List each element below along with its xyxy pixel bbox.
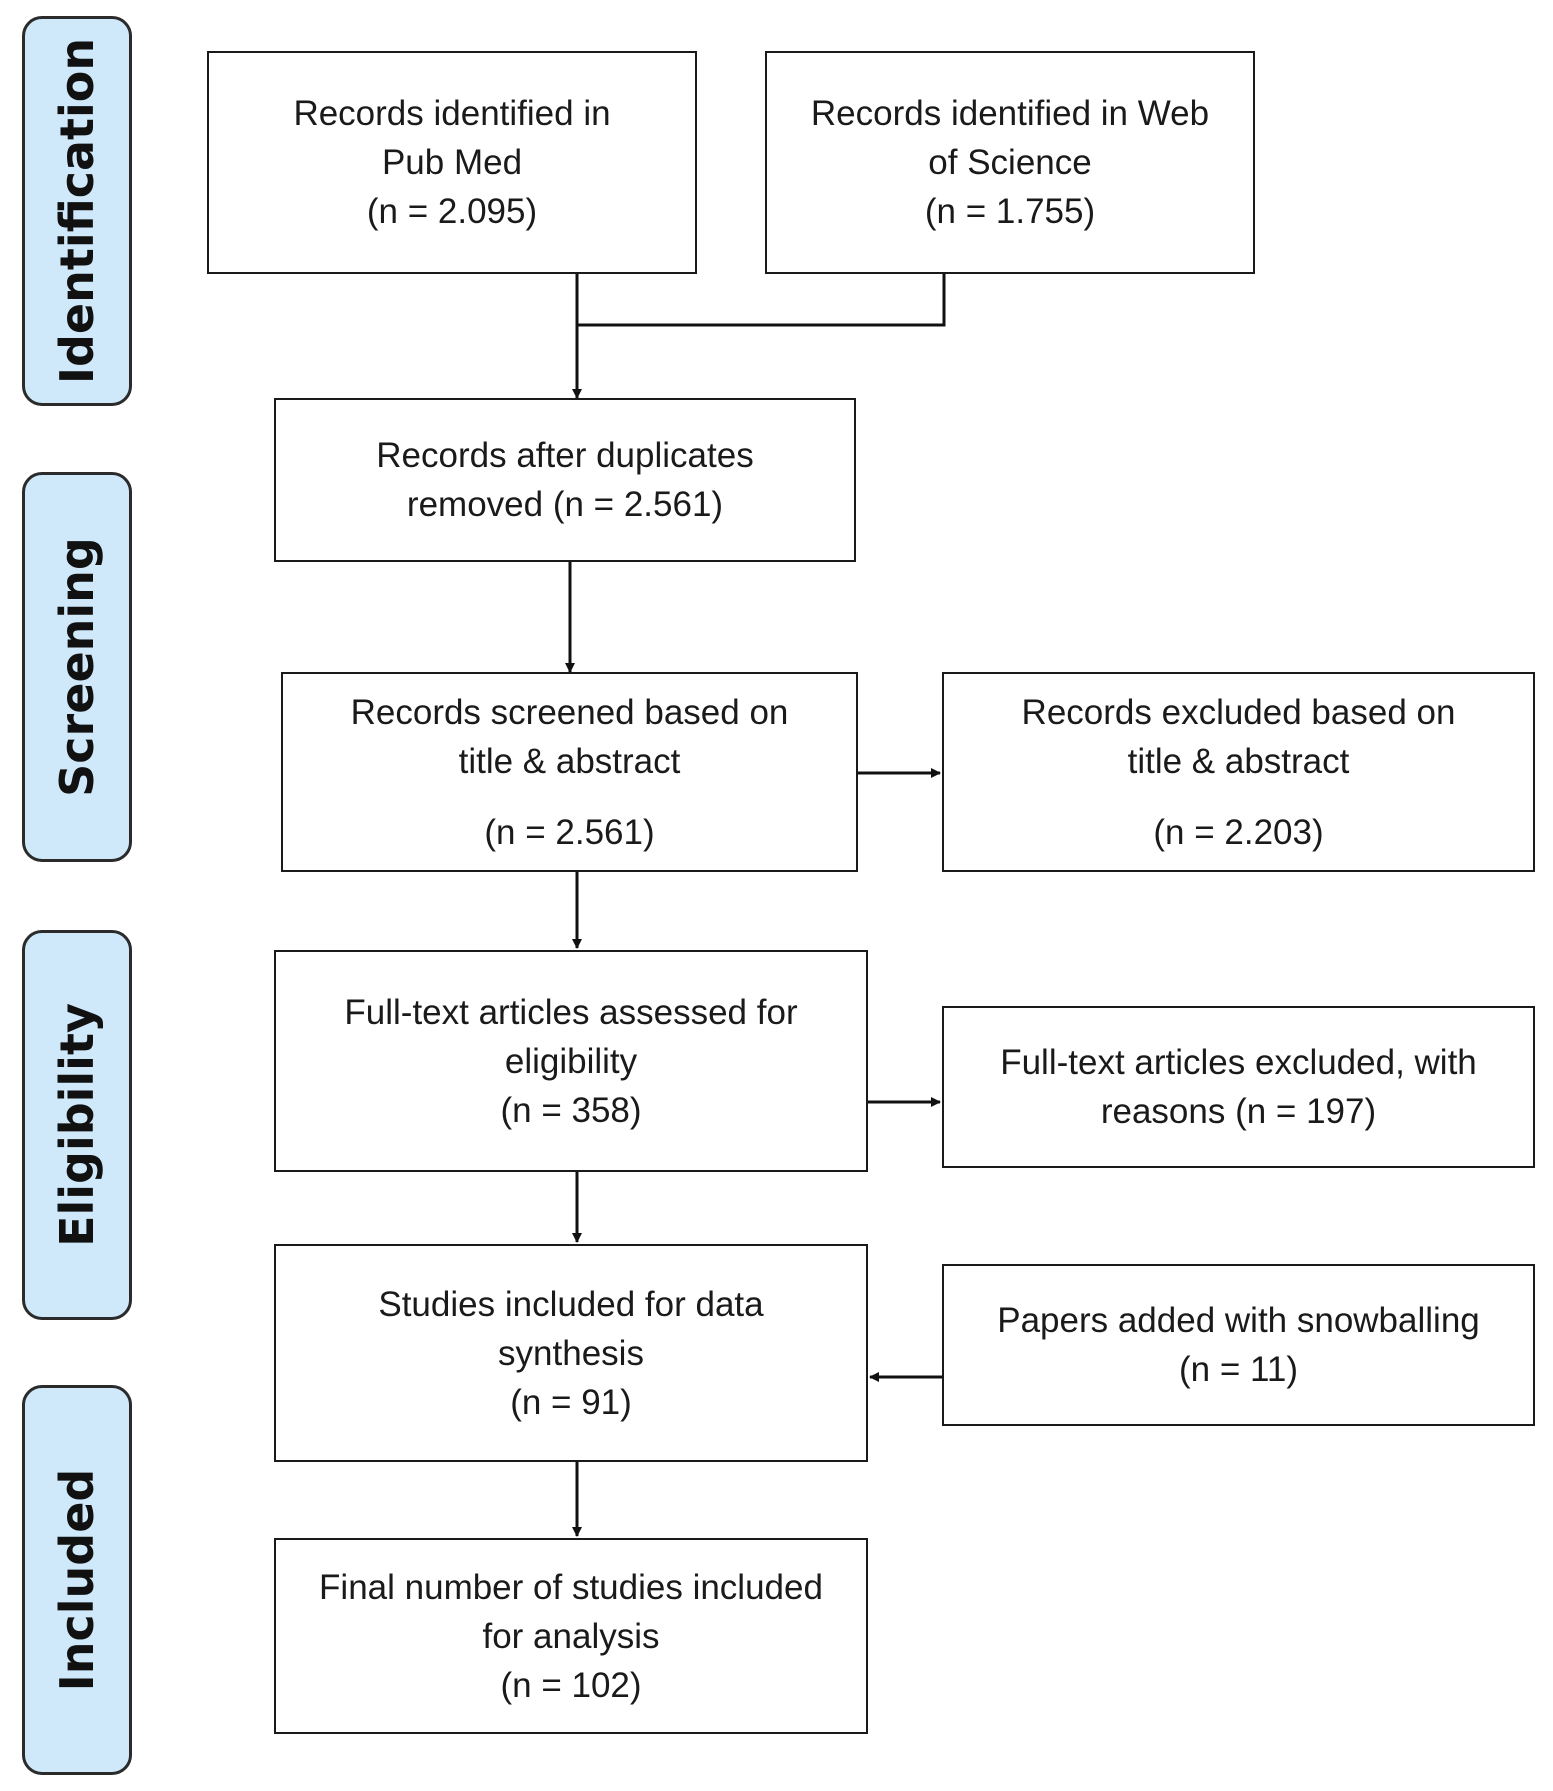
final-count: (n = 102)	[500, 1665, 642, 1705]
excluded-fulltext-line1: Full-text articles excluded, with	[1000, 1043, 1477, 1082]
pubmed-line2: Pub Med	[381, 143, 523, 182]
phase-included-label: Included	[50, 1468, 104, 1692]
duplicates-line2: removed (n = 2.561)	[406, 485, 724, 524]
screened-count: (n = 2.561)	[484, 812, 655, 852]
synthesis-count: (n = 91)	[510, 1382, 632, 1422]
box-studies-synthesis: Studies included for data synthesis (n =…	[274, 1244, 868, 1462]
final-line1: Final number of studies included	[319, 1567, 823, 1607]
excluded-fulltext-line2: reasons (n = 197)	[1100, 1092, 1377, 1131]
excluded-screen-line1: Records excluded based on	[1021, 692, 1456, 732]
box-fulltext-excluded: Full-text articles excluded, with reason…	[942, 1006, 1535, 1168]
synthesis-line2: synthesis	[498, 1333, 644, 1373]
box-records-pubmed: Records identified in Pub Med (n = 2.095…	[207, 51, 697, 274]
phase-included: Included	[22, 1385, 132, 1775]
wos-line2: of Science	[928, 143, 1092, 182]
box-snowballing: Papers added with snowballing (n = 11)	[942, 1264, 1535, 1426]
snowballing-line1: Papers added with snowballing	[997, 1301, 1480, 1340]
excluded-screen-line2: title & abstract	[1127, 741, 1350, 781]
wos-count: (n = 1.755)	[924, 192, 1096, 231]
pubmed-count: (n = 2.095)	[366, 192, 538, 231]
fulltext-line1: Full-text articles assessed for	[344, 992, 798, 1032]
phase-screening-label: Screening	[50, 537, 104, 797]
phase-identification-label: Identification	[50, 37, 104, 385]
snowballing-count: (n = 11)	[1179, 1350, 1298, 1389]
screened-line2: title & abstract	[458, 741, 681, 781]
phase-eligibility: Eligibility	[22, 930, 132, 1320]
box-records-wos: Records identified in Web of Science (n …	[765, 51, 1255, 274]
box-records-screened: Records screened based on title & abstra…	[281, 672, 858, 872]
pubmed-line1: Records identified in	[293, 94, 611, 133]
box-after-duplicates: Records after duplicates removed (n = 2.…	[274, 398, 856, 562]
phase-screening: Screening	[22, 472, 132, 862]
box-records-excluded-screen: Records excluded based on title & abstra…	[942, 672, 1535, 872]
connector-wos-merge	[577, 274, 946, 327]
excluded-screen-count: (n = 2.203)	[1153, 812, 1324, 852]
synthesis-line1: Studies included for data	[378, 1284, 764, 1324]
box-final-studies: Final number of studies included for ana…	[274, 1538, 868, 1734]
fulltext-count: (n = 358)	[500, 1090, 642, 1130]
final-line2: for analysis	[482, 1616, 660, 1656]
duplicates-line1: Records after duplicates	[376, 436, 754, 475]
phase-identification: Identification	[22, 16, 132, 406]
wos-line1: Records identified in Web	[810, 94, 1210, 133]
phase-eligibility-label: Eligibility	[50, 1003, 104, 1247]
fulltext-line2: eligibility	[504, 1041, 638, 1081]
screened-line1: Records screened based on	[350, 692, 789, 732]
box-fulltext-assessed: Full-text articles assessed for eligibil…	[274, 950, 868, 1172]
